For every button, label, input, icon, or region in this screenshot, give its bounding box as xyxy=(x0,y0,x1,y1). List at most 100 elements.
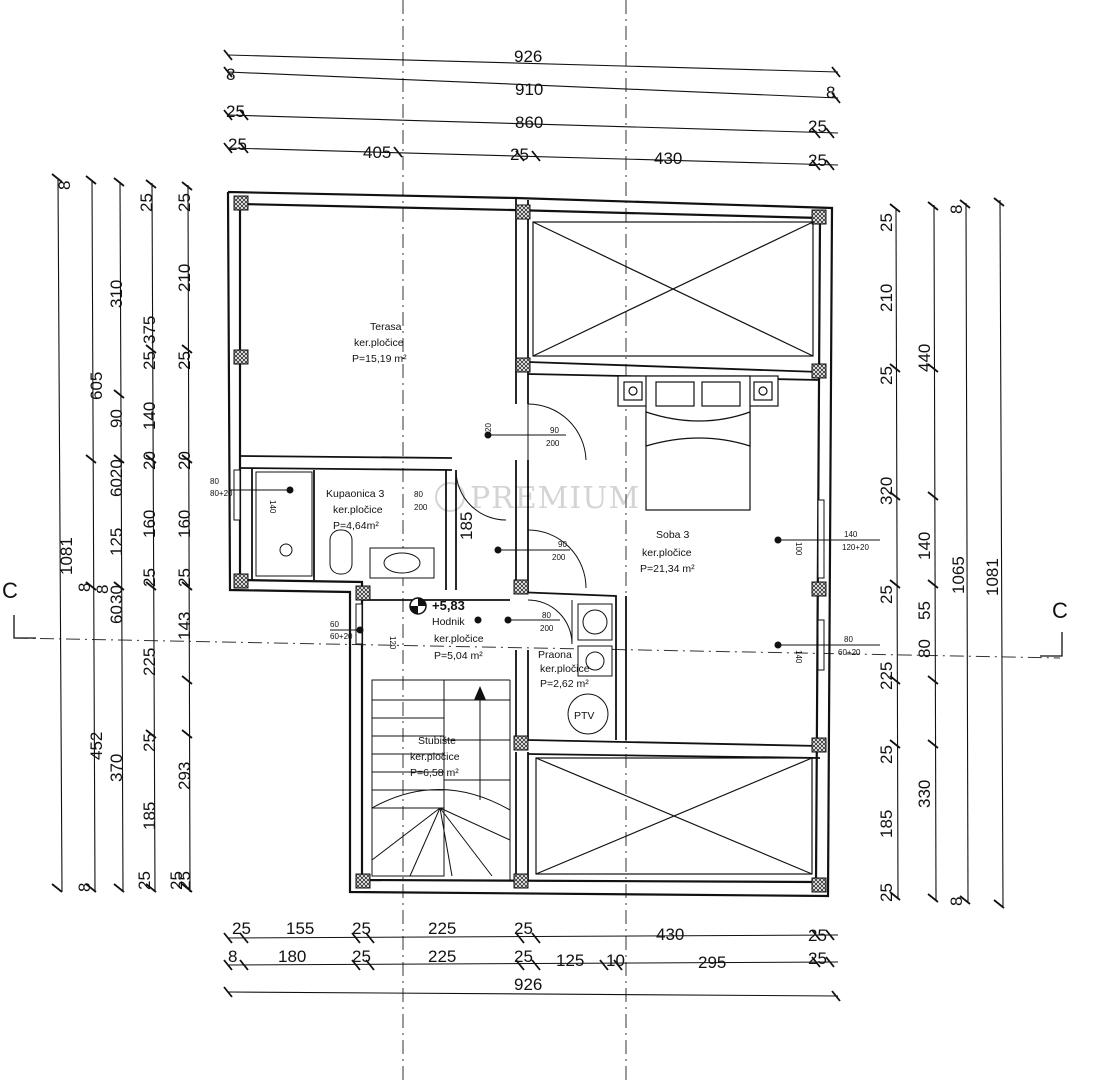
dim-text: 1081 xyxy=(57,537,76,575)
room-name: Terasa xyxy=(370,321,402,333)
dim-text: 605 xyxy=(87,372,106,400)
room-name: Praona xyxy=(538,649,572,661)
opening-width: 80 xyxy=(542,611,551,620)
dim-text: 155 xyxy=(286,919,314,938)
dim-text: 143 xyxy=(175,612,194,640)
opening-height: 120+20 xyxy=(842,543,869,552)
dim-text: 25 xyxy=(140,351,159,370)
dim-text: 8 xyxy=(947,205,966,214)
dim-text: 185 xyxy=(140,802,159,830)
room-kupaonica: Kupaonica 3 ker.pločice P=4,64m² xyxy=(326,488,385,532)
stair-arrow-icon xyxy=(474,686,486,700)
dim-text: 125 xyxy=(556,951,584,970)
dim-text: 8 xyxy=(947,897,966,906)
dim-text: 25 xyxy=(135,871,154,890)
top-dimensions: 926 8 910 8 25 860 25 25 405 25 430 25 xyxy=(226,47,835,170)
section-label-left: C xyxy=(2,578,18,603)
room-praona: Praona ker.pločice P=2,62 m² xyxy=(538,649,590,690)
dim-text: 25 xyxy=(877,745,896,764)
dim-text: 926 xyxy=(514,975,542,994)
dim-text: 25 xyxy=(877,366,896,385)
dim-text: 225 xyxy=(877,662,896,690)
dim-text: 25 xyxy=(808,926,827,945)
room-finish: ker.pločice xyxy=(354,337,404,349)
watermark-text: PREMIUM xyxy=(470,481,640,516)
dim-text: 25 xyxy=(808,117,827,136)
dim-text: 80 xyxy=(915,639,934,658)
dim-text: 25 xyxy=(232,919,251,938)
dim-text: 160 xyxy=(175,510,194,538)
opening-width: 90 xyxy=(558,540,567,549)
dim-text: 25 xyxy=(808,949,827,968)
room-area: P=5,04 m² xyxy=(434,650,483,662)
dim-text: 8 xyxy=(55,181,74,190)
bathroom-fixtures xyxy=(255,471,435,579)
dim-text: 452 xyxy=(87,732,106,760)
room-finish: ker.pločice xyxy=(434,633,484,645)
dim-text: 225 xyxy=(428,947,456,966)
interior-walls xyxy=(239,198,821,880)
room-area: P=4,64m² xyxy=(333,520,379,532)
opening-height: 60+20 xyxy=(330,632,353,641)
room-terasa: Terasa ker.pločice P=15,19 m² xyxy=(352,321,407,365)
dim-text: 310 xyxy=(107,280,126,308)
dim-text: 370 xyxy=(107,754,126,782)
dim-text: 320 xyxy=(877,477,896,505)
level-mark: +5,83 xyxy=(432,598,465,613)
dim-text: 8 xyxy=(826,83,835,102)
dim-text: 210 xyxy=(877,284,896,312)
dim-text: 160 xyxy=(140,510,159,538)
dim-text: 20 xyxy=(140,451,159,470)
opening-vertical: 140 xyxy=(794,650,803,664)
dim-text: 8 xyxy=(75,883,94,892)
dim-text: 25 xyxy=(877,883,896,902)
dim-text: 55 xyxy=(915,601,934,620)
dim-text: 25 xyxy=(140,733,159,752)
dim-text: 910 xyxy=(515,80,543,99)
dim-text: 8 xyxy=(228,947,237,966)
dim-text: 10 xyxy=(606,951,625,970)
room-soba: Soba 3 ker.pločice P=21,34 m² xyxy=(640,529,695,575)
dim-text: 25 xyxy=(877,213,896,232)
ptv-label: PTV xyxy=(574,710,594,722)
opening-height: 60+20 xyxy=(838,648,861,657)
dim-text: 430 xyxy=(654,149,682,168)
dim-text: 1081 xyxy=(983,558,1002,596)
dim-text: 25 xyxy=(352,947,371,966)
dim-text: 25 xyxy=(175,871,194,890)
room-name: Stubište xyxy=(418,735,456,747)
dim-text: 440 xyxy=(915,344,934,372)
dim-text: 25 xyxy=(140,568,159,587)
opening-width: 80 xyxy=(844,635,853,644)
opening-height: 80+20 xyxy=(210,489,233,498)
room-name: Kupaonica 3 xyxy=(326,488,385,500)
dim-text: 430 xyxy=(656,925,684,944)
room-name: Hodnik xyxy=(432,616,465,628)
room-finish: ker.pločice xyxy=(410,751,460,763)
dimension-lines-vertical xyxy=(57,177,1004,907)
watermark-logo xyxy=(435,482,465,512)
dim-text: 225 xyxy=(140,648,159,676)
dim-text: 6020 xyxy=(107,459,126,497)
dim-text: 140 xyxy=(915,532,934,560)
room-area: P=21,34 m² xyxy=(640,563,695,575)
dim-text: 25 xyxy=(808,151,827,170)
opening-width: 90 xyxy=(550,426,559,435)
opening-vertical: 140 xyxy=(268,500,277,514)
hall-dim: 185 xyxy=(457,512,476,540)
opening-height: 200 xyxy=(546,439,560,448)
dim-text: 926 xyxy=(514,47,542,66)
dim-text: 293 xyxy=(175,762,194,790)
axis-lines xyxy=(13,0,1061,1080)
dim-text: 20 xyxy=(175,451,194,470)
exterior-walls xyxy=(226,190,834,898)
dim-text: 25 xyxy=(175,193,194,212)
opening-width: 140 xyxy=(844,530,858,539)
room-name: Soba 3 xyxy=(656,529,689,541)
opening-height: 200 xyxy=(540,624,554,633)
section-label-right: C xyxy=(1052,598,1068,623)
opening-vertical: 120 xyxy=(388,636,397,650)
dim-text: 25 xyxy=(352,919,371,938)
dim-text: 185 xyxy=(877,810,896,838)
dim-text: 295 xyxy=(698,953,726,972)
